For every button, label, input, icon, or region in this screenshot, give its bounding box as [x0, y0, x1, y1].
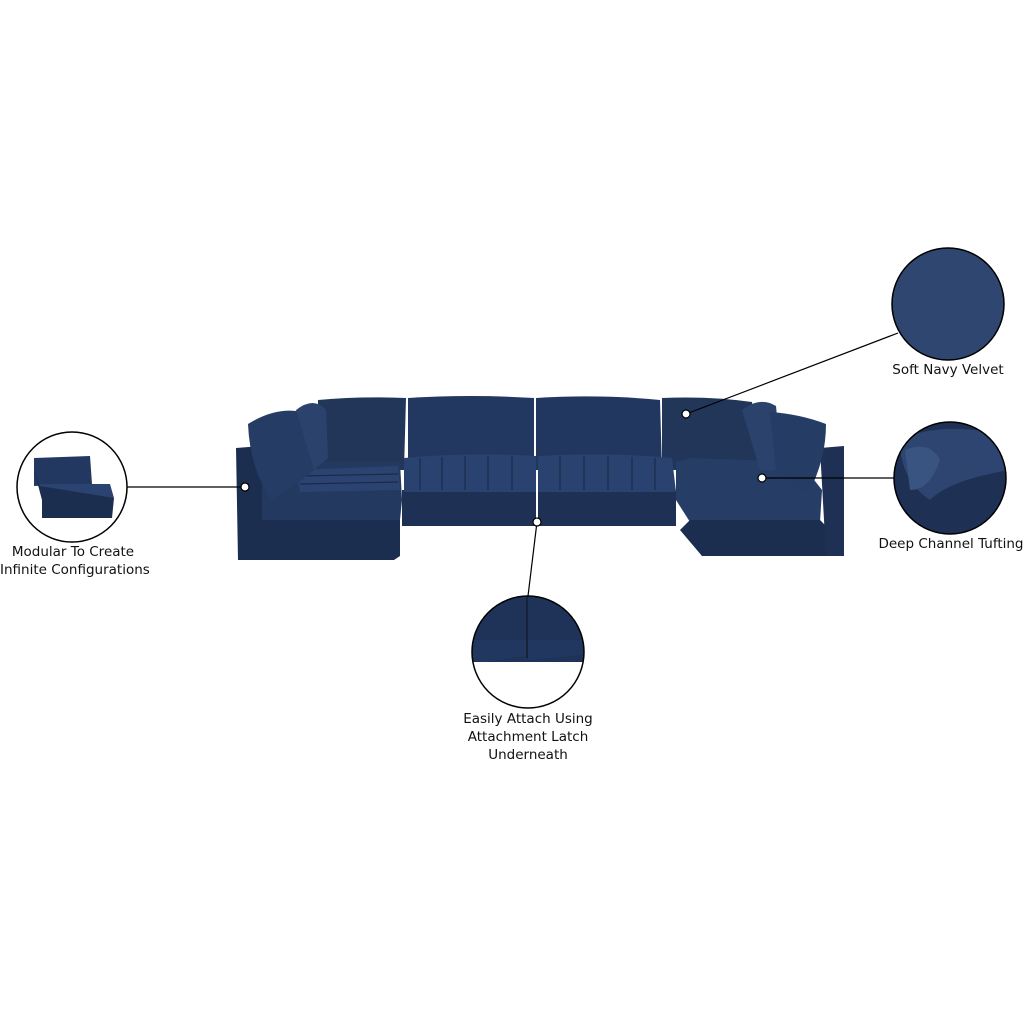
tufting-detail-circle: [893, 421, 1007, 535]
callout-lines: [127, 332, 899, 597]
label-line: Deep Channel Tufting: [878, 536, 1024, 552]
sectional-sofa: [236, 396, 844, 560]
velvet-swatch-circle: [891, 247, 1005, 361]
label-line: Underneath: [488, 747, 568, 763]
modular-detail-circle: [16, 431, 128, 543]
label-line: Attachment Latch: [467, 729, 589, 745]
callout-dots: [240, 409, 767, 527]
callout-label-velvet: Soft Navy Velvet: [880, 361, 1016, 379]
latch-detail-circle: [471, 595, 585, 709]
label-line: Easily Attach Using: [463, 711, 593, 727]
label-line: Modular To Create: [11, 544, 135, 560]
callout-label-attach: Easily Attach Using Attachment Latch Und…: [448, 710, 608, 764]
label-line: Infinite Configurations: [0, 562, 150, 578]
label-line: Soft Navy Velvet: [892, 362, 1004, 378]
callout-label-tufting: Deep Channel Tufting: [874, 535, 1024, 553]
callout-label-modular: Modular To Create Infinite Configuration…: [0, 543, 150, 579]
